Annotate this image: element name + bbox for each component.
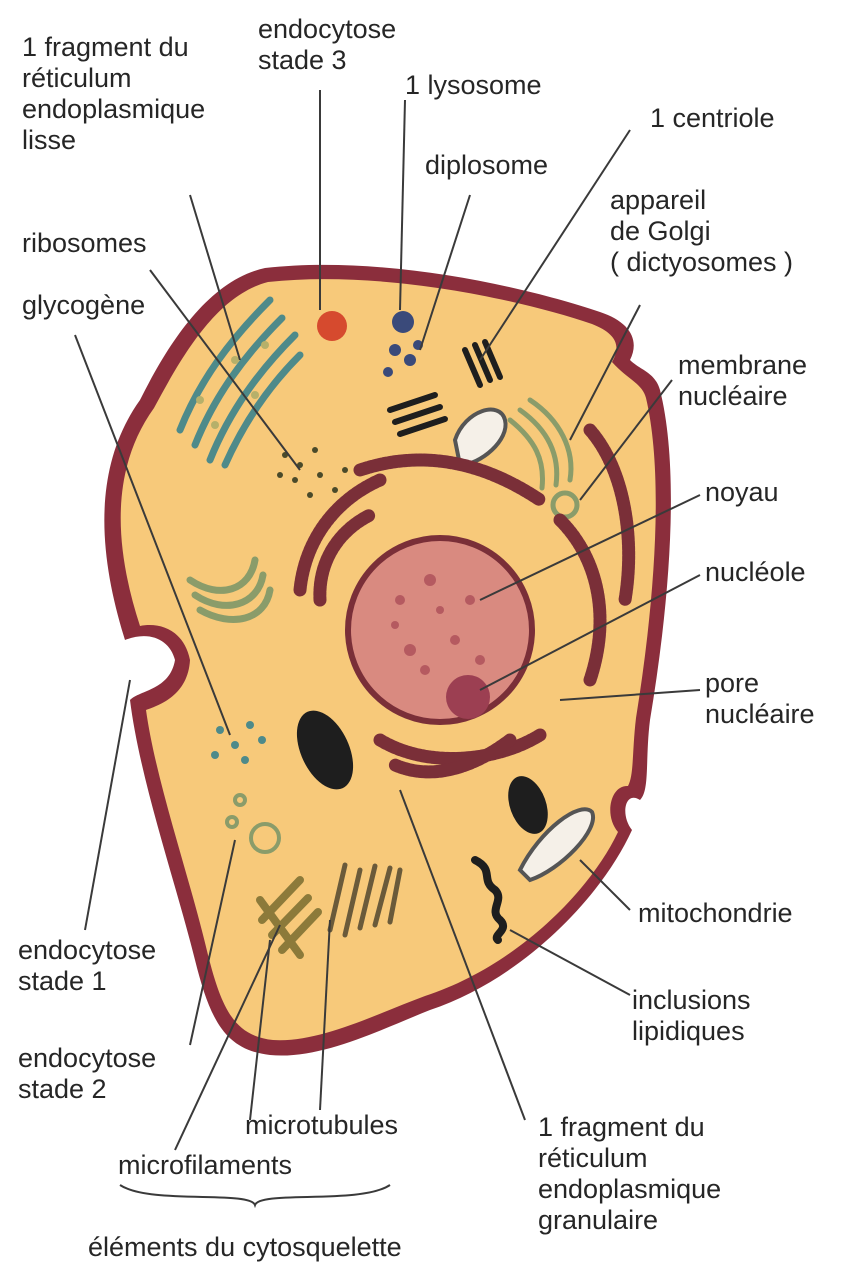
label-golgi: appareil de Golgi ( dictyosomes )	[610, 185, 793, 278]
label-pore-nucleaire: pore nucléaire	[705, 668, 815, 730]
label-inclusions-lipidiques: inclusions lipidiques	[632, 985, 751, 1047]
label-centriole: 1 centriole	[650, 103, 775, 134]
nucleolus	[446, 675, 490, 719]
label-glycogene: glycogène	[22, 290, 145, 321]
label-microfilaments: microfilaments	[118, 1150, 292, 1181]
label-endocytose-stade-3: endocytose stade 3	[258, 14, 396, 76]
label-noyau: noyau	[705, 477, 779, 508]
label-cytosquelette: éléments du cytosquelette	[88, 1232, 402, 1263]
nucleus	[348, 538, 532, 722]
label-endocytose-stade-1: endocytose stade 1	[18, 935, 156, 997]
cytoskeleton-brace	[120, 1185, 390, 1205]
lysosome	[317, 311, 347, 341]
label-diplosome: diplosome	[425, 150, 548, 181]
label-mitochondrie: mitochondrie	[638, 898, 793, 929]
label-microtubules: microtubules	[245, 1110, 398, 1141]
label-lysosome: 1 lysosome	[405, 70, 542, 101]
label-ribosomes: ribosomes	[22, 228, 147, 259]
label-rel-lisse: 1 fragment du réticulum endoplasmique li…	[22, 32, 205, 156]
label-endocytose-stade-2: endocytose stade 2	[18, 1043, 156, 1105]
label-nucleole: nucléole	[705, 557, 806, 588]
label-rel-granulaire: 1 fragment du réticulum endoplasmique gr…	[538, 1112, 721, 1236]
label-membrane-nucleaire: membrane nucléaire	[678, 350, 807, 412]
